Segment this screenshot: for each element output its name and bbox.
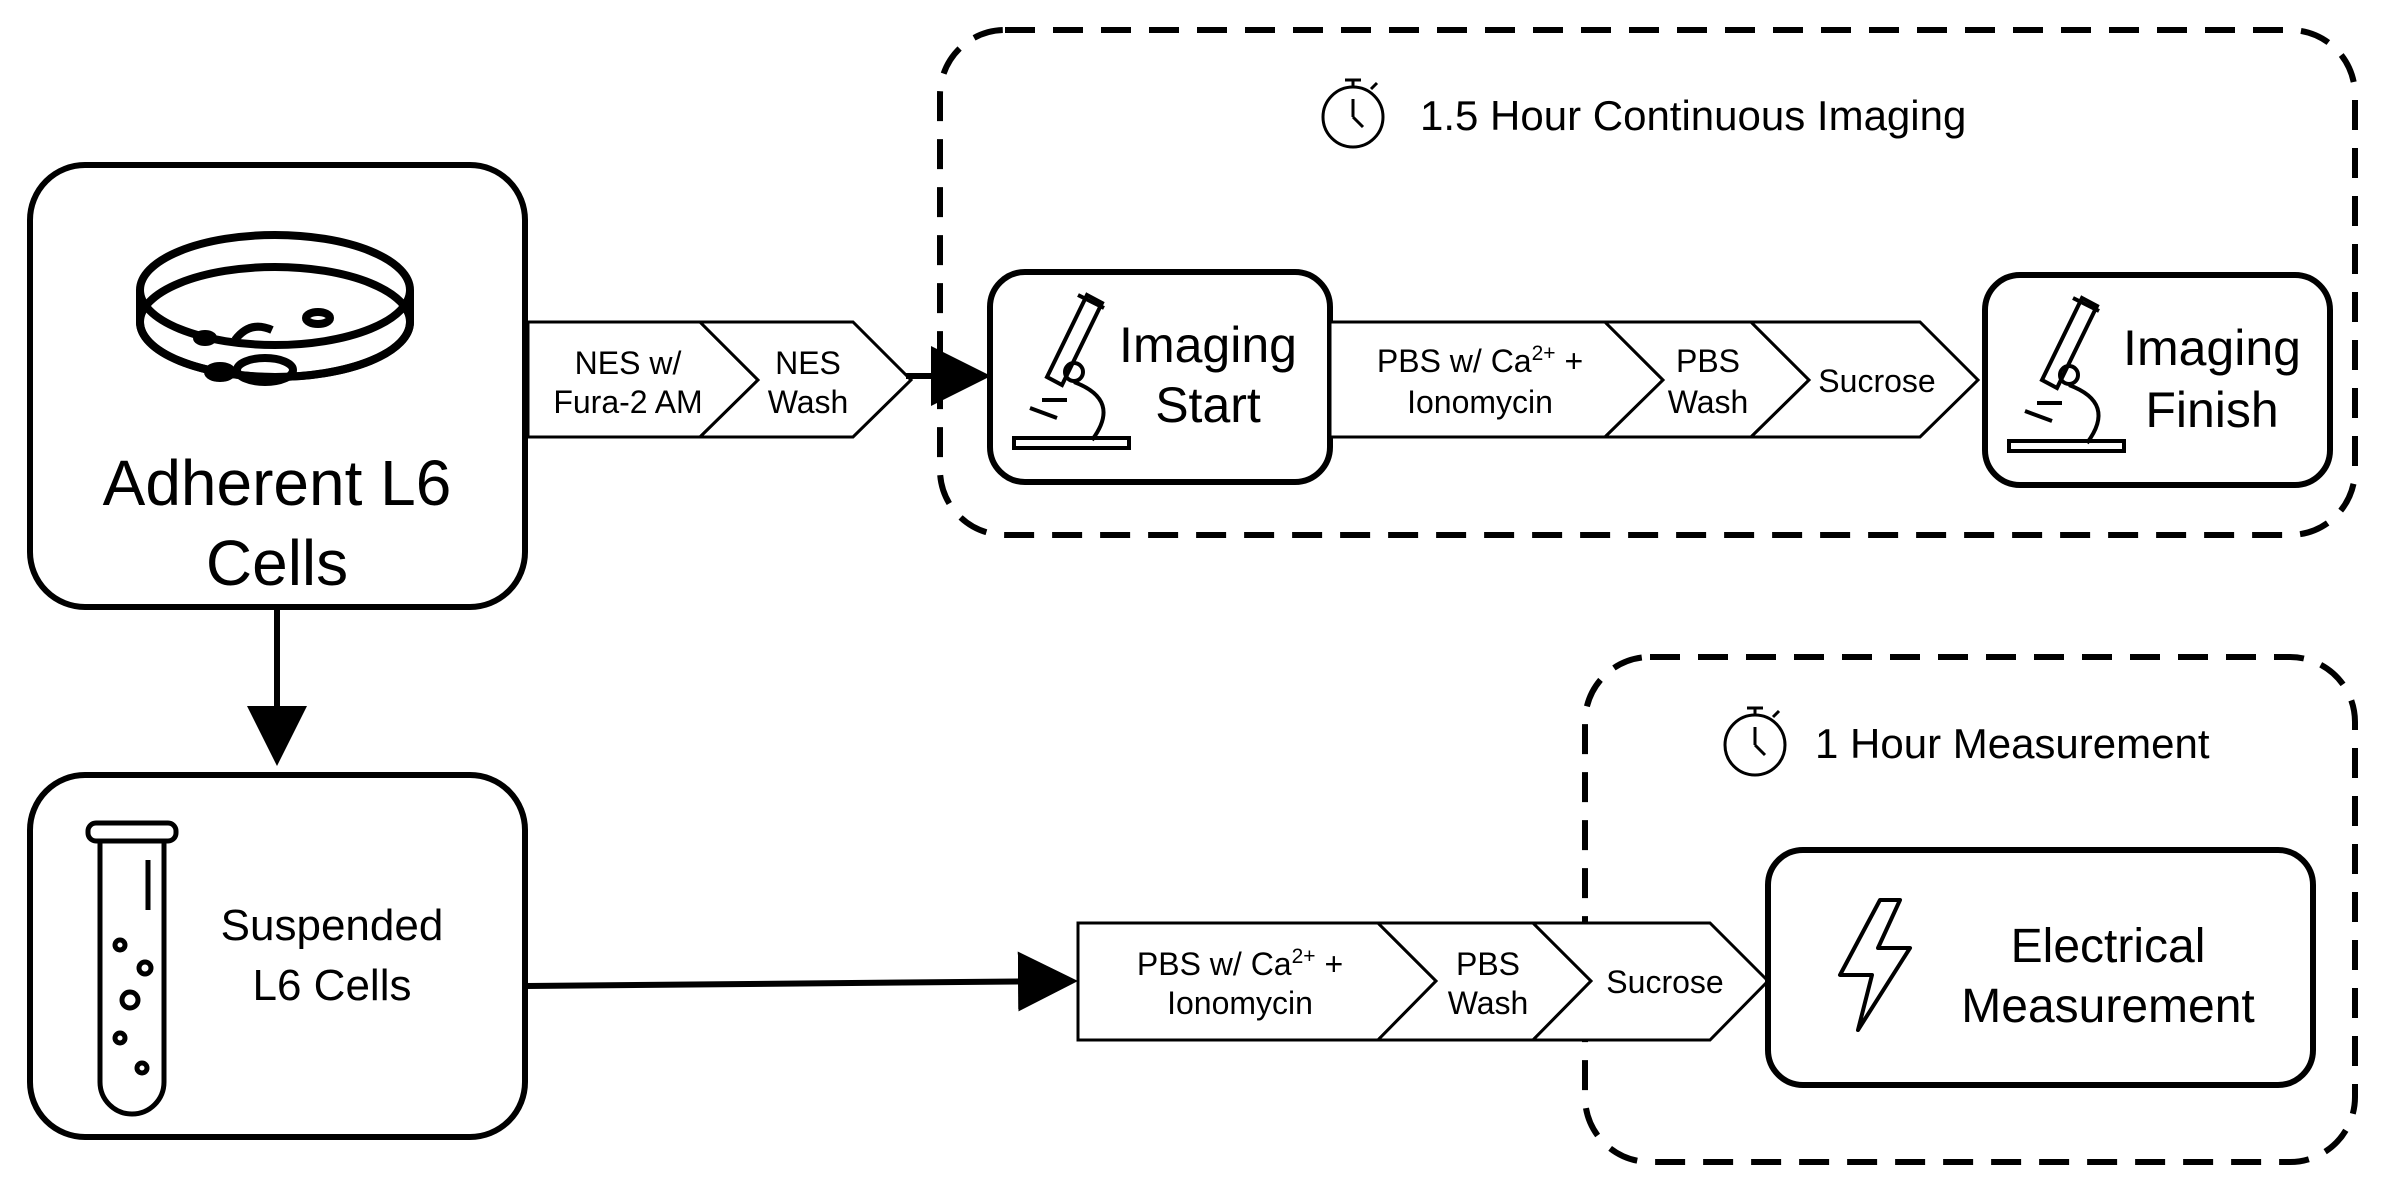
imaging-group-boundary: [937, 27, 2358, 538]
imaging-start-label-1: Imaging: [1119, 317, 1297, 373]
step-sucrose-imaging: [1747, 320, 1981, 439]
electrical-measurement-box: [1765, 847, 2316, 1088]
electrical-measurement-label-1: Electrical: [2011, 920, 2206, 973]
step-nes-wash-label-2: Wash: [768, 384, 849, 420]
test-tube-icon: [85, 820, 179, 1117]
electrical-measurement-label-2: Measurement: [1961, 980, 2254, 1033]
step-sucrose-measure-label: Sucrose: [1606, 964, 1723, 1000]
stopwatch-icon: [1723, 706, 1787, 777]
step-pbs-wash-label-2: Wash: [1668, 384, 1749, 420]
microscope-icon: [2007, 295, 2126, 453]
step-pbs-wash-measure-label-1: PBS: [1456, 946, 1520, 982]
measurement-group-label: 1 Hour Measurement: [1815, 720, 2210, 767]
suspended-cells-title-1: Suspended: [221, 901, 444, 950]
step-nes-wash: [696, 320, 914, 439]
step-pbs-ca-label-1: PBS w/ Ca2+ +: [1377, 342, 1583, 379]
adherent-cells-title-1: Adherent L6: [103, 447, 452, 519]
stopwatch-icon: [1321, 78, 1385, 149]
step-pbs-ca-label-2: Ionomycin: [1407, 384, 1553, 420]
imaging-group-label: 1.5 Hour Continuous Imaging: [1420, 92, 1966, 139]
step-pbs-wash-label-1: PBS: [1676, 343, 1740, 379]
imaging-finish-label-1: Imaging: [2123, 320, 2301, 376]
step-sucrose-measure: [1529, 921, 1771, 1042]
step-pbs-ca-measure-label-2: Ionomycin: [1167, 985, 1313, 1021]
imaging-finish-box: [1982, 272, 2333, 488]
suspended-cells-box: [27, 772, 528, 1140]
suspended-cells-title-2: L6 Cells: [253, 961, 412, 1010]
step-nes-fura-label-2: Fura-2 AM: [553, 384, 702, 420]
microscope-icon: [1012, 292, 1131, 450]
petri-dish-icon: [136, 231, 414, 386]
step-sucrose-label: Sucrose: [1818, 363, 1935, 399]
arrow-suspended-to-steps: [526, 951, 1078, 1012]
step-nes-fura-label-1: NES w/: [575, 345, 682, 381]
adherent-cells-title-2: Cells: [206, 527, 348, 599]
imaging-start-label-2: Start: [1155, 377, 1261, 433]
lightning-bolt-icon: [1838, 898, 1912, 1032]
step-nes-wash-label-1: NES: [775, 345, 841, 381]
step-pbs-wash-measure-label-2: Wash: [1448, 985, 1529, 1021]
measurement-group-boundary: [1582, 654, 2358, 1165]
imaging-finish-label-2: Finish: [2145, 382, 2278, 438]
step-pbs-ca-measure-label-1: PBS w/ Ca2+ +: [1137, 945, 1343, 982]
